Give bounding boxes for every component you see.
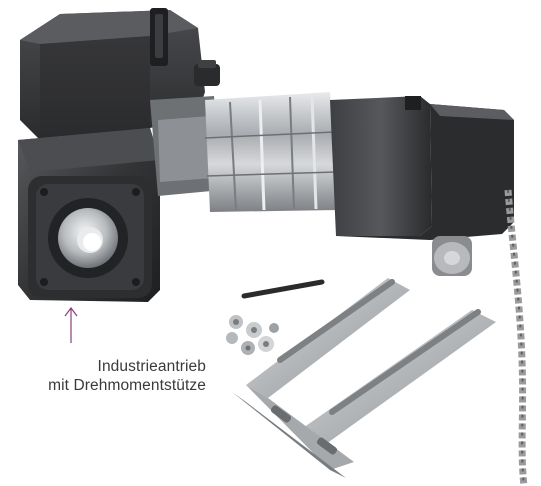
chain-wheel (432, 236, 472, 276)
hand-chain (504, 189, 528, 486)
locking-pin (241, 279, 325, 299)
hollow-shaft-hub (48, 198, 128, 278)
torque-bracket (232, 278, 496, 478)
caption-title: Industrieantrieb (97, 358, 206, 375)
caption-subtitle: mit Drehmomentstütze (48, 377, 206, 394)
motor-end-cap (330, 96, 514, 240)
mounting-hardware (226, 315, 279, 355)
motor-tube (204, 92, 338, 212)
cable-gland (194, 60, 220, 86)
arrow-up-icon (64, 307, 78, 343)
control-housing (20, 8, 205, 140)
motor-flange (150, 96, 222, 196)
